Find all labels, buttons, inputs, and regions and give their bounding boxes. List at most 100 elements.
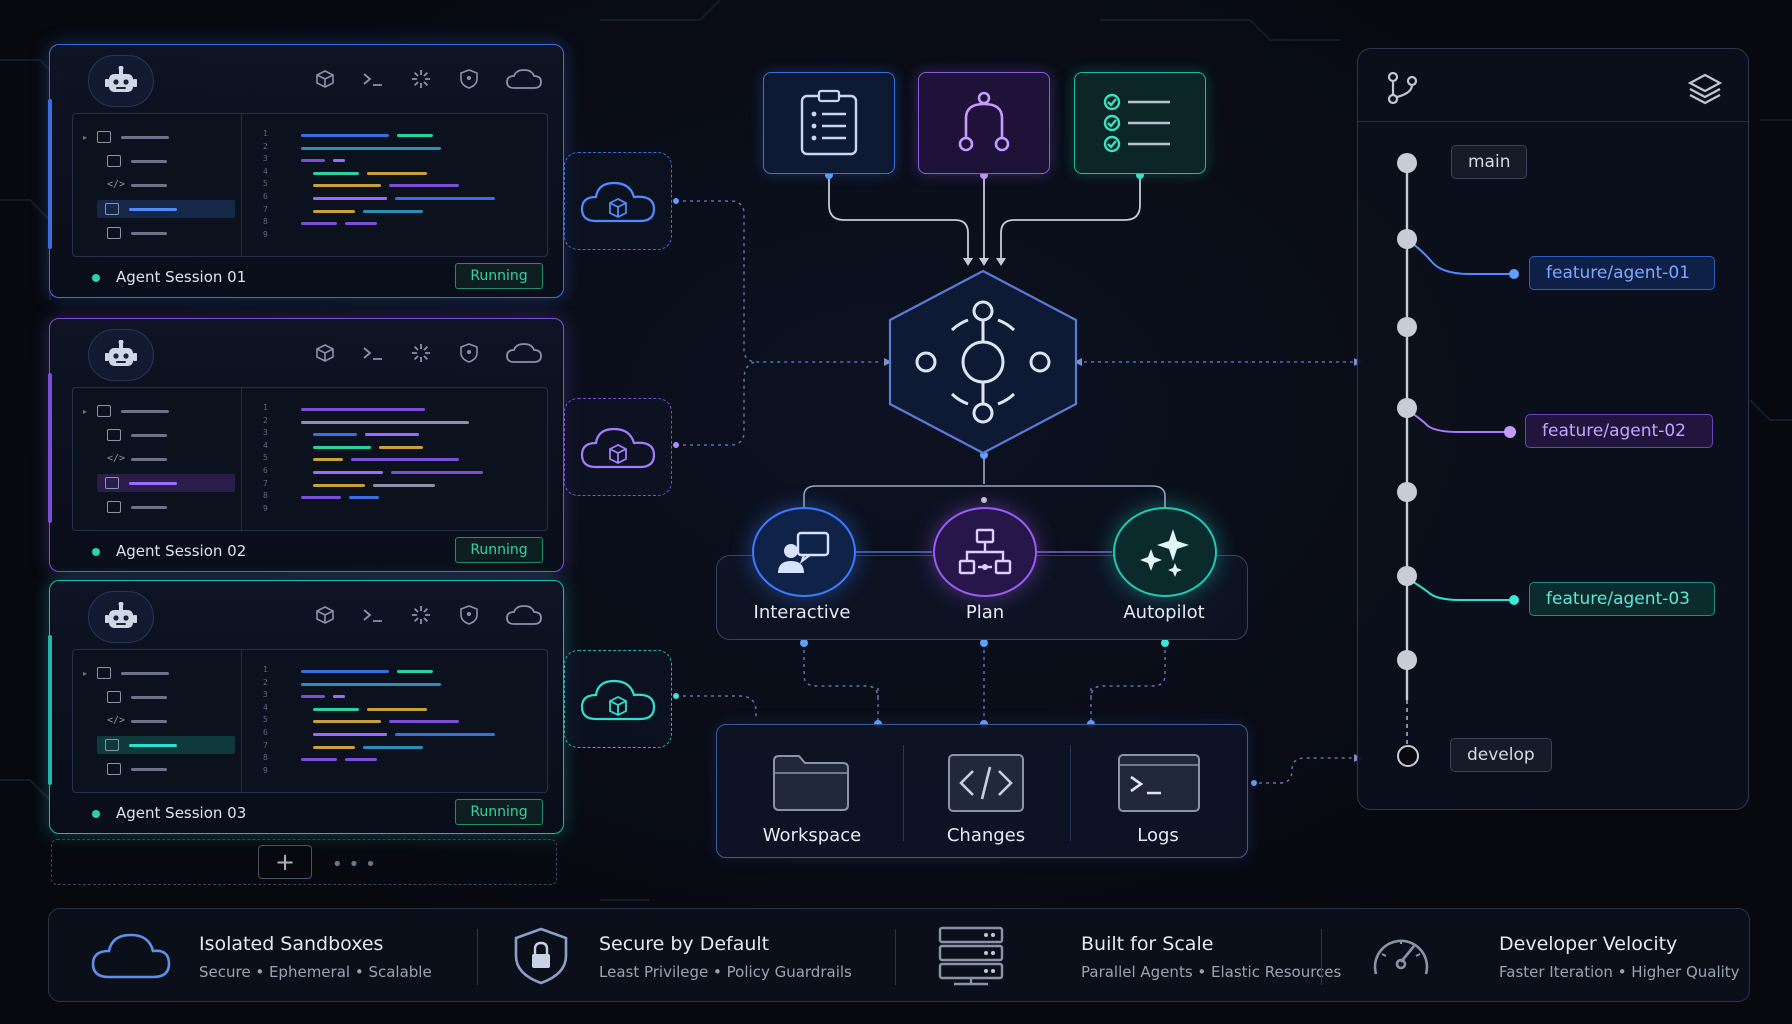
file-tree-item[interactable] [97,200,235,218]
commit-node-open[interactable] [1397,745,1419,767]
status-dot [92,274,100,282]
shield-icon[interactable] [457,603,481,627]
session-name: Agent Session 02 [116,542,247,560]
code-icon[interactable] [947,753,1025,813]
file-tree-item[interactable]: ▸ [83,402,203,420]
speedometer-icon [1373,939,1429,975]
cloud-icon[interactable] [505,603,543,627]
layers-icon[interactable] [1688,71,1722,105]
terminal-prompt-icon[interactable] [361,341,385,365]
commit-node[interactable] [1397,566,1417,586]
code-file-icon: </> [107,453,126,464]
feature-subtitle: Least Privilege • Policy Guardrails [599,963,852,981]
commit-node[interactable] [1397,398,1417,418]
git-merge-icon [958,91,1010,152]
terminal-icon[interactable] [1117,753,1201,813]
pull-request-tile[interactable] [918,72,1050,174]
more-options-icon[interactable]: ••• [332,854,382,875]
robot-avatar-icon [88,55,154,107]
file-tree-item[interactable] [107,152,227,170]
file-tree-item[interactable] [107,426,227,444]
checklist-icon [1103,93,1170,153]
branch-label-agent-03[interactable]: feature/agent-03 [1529,582,1715,616]
checklist-tile[interactable] [1074,72,1206,174]
cube-icon[interactable] [313,67,337,91]
shield-icon[interactable] [457,341,481,365]
loader-icon[interactable] [409,603,433,627]
status-badge[interactable]: Running [455,537,543,563]
interactive-mode-button[interactable] [752,507,856,597]
cloud-icon[interactable] [505,67,543,91]
code-editor[interactable]: ▸ </> 1 2 3 4 5 6 7 8 9 [72,387,548,531]
file-tree: ▸ </> [73,388,242,530]
agent-session-card[interactable]: ▸ </> 1 2 3 4 5 6 7 8 9 Agent Session 03 Run… [48,580,564,834]
status-badge[interactable]: Running [455,799,543,825]
file-tree-item[interactable]: </> [107,176,227,194]
autopilot-mode-label: Autopilot [1123,602,1205,623]
logs-label: Logs [1137,825,1179,846]
file-tree-item[interactable] [107,224,227,242]
session-name: Agent Session 03 [116,804,247,822]
commit-node[interactable] [1397,229,1417,249]
file-tree-item[interactable]: ▸ [83,128,203,146]
terminal-prompt-icon[interactable] [361,603,385,627]
cloud-icon[interactable] [505,341,543,365]
folder-icon [97,131,112,143]
feature-isolated-sandboxes: Isolated Sandboxes Secure • Ephemeral • … [49,909,479,1003]
branch-label-main[interactable]: main [1451,145,1528,179]
code-editor[interactable]: ▸ </> 1 2 3 4 5 6 7 8 9 [72,649,548,793]
file-tree-item[interactable] [107,760,227,778]
shield-icon[interactable] [457,67,481,91]
loader-icon[interactable] [409,341,433,365]
plan-mode-button[interactable] [933,507,1037,597]
file-icon [107,227,121,239]
terminal-prompt-icon[interactable] [361,67,385,91]
commit-node[interactable] [1397,153,1417,173]
session-accent-bar [48,373,52,523]
features-bar: Isolated Sandboxes Secure • Ephemeral • … [48,908,1750,1002]
commit-node[interactable] [1397,650,1417,670]
session-footer: Agent Session 02 Running [50,533,563,571]
loader-icon[interactable] [409,67,433,91]
git-branch-icon[interactable] [1386,71,1420,105]
cloud-cube-icon [580,427,656,469]
feature-subtitle: Faster Iteration • Higher Quality [1499,963,1740,981]
file-tree-item[interactable] [107,688,227,706]
file-icon [107,691,121,703]
sandbox-cloud-03 [564,650,672,748]
file-tree-item[interactable] [97,736,235,754]
commit-node[interactable] [1397,317,1417,337]
session-toolbar [313,603,543,627]
folder-icon[interactable] [771,753,851,813]
tasks-tile[interactable] [763,72,895,174]
branch-label-develop[interactable]: develop [1450,738,1552,772]
file-icon [107,501,121,513]
autopilot-mode-button[interactable] [1113,507,1217,597]
commit-node[interactable] [1397,482,1417,502]
file-tree: ▸ </> [73,650,242,792]
file-tree-item[interactable]: </> [107,712,227,730]
file-tree-item[interactable]: </> [107,450,227,468]
line-numbers: 1 2 3 4 5 6 7 8 9 [263,403,268,513]
file-tree-item[interactable] [97,474,235,492]
orchestrator-hub[interactable] [886,268,1080,456]
branch-label-agent-02[interactable]: feature/agent-02 [1525,414,1713,448]
agent-session-card[interactable]: ▸ </> 1 2 3 4 5 6 7 8 9 Agent Session 02 Run… [48,318,564,572]
add-session-button[interactable]: + [258,845,312,879]
cube-icon[interactable] [313,603,337,627]
branch-label-agent-01[interactable]: feature/agent-01 [1529,256,1715,290]
file-icon [107,429,121,441]
user-chat-icon [778,531,830,573]
code-file-icon: </> [107,715,126,726]
code-view: 1 2 3 4 5 6 7 8 9 [241,650,547,792]
changes-label: Changes [946,825,1026,846]
status-badge[interactable]: Running [455,263,543,289]
file-tree-item[interactable] [107,498,227,516]
cube-icon[interactable] [313,341,337,365]
file-tree-item[interactable]: ▸ [83,664,203,682]
code-editor[interactable]: ▸</>1 2 3 4 5 6 7 8 9 [72,113,548,257]
